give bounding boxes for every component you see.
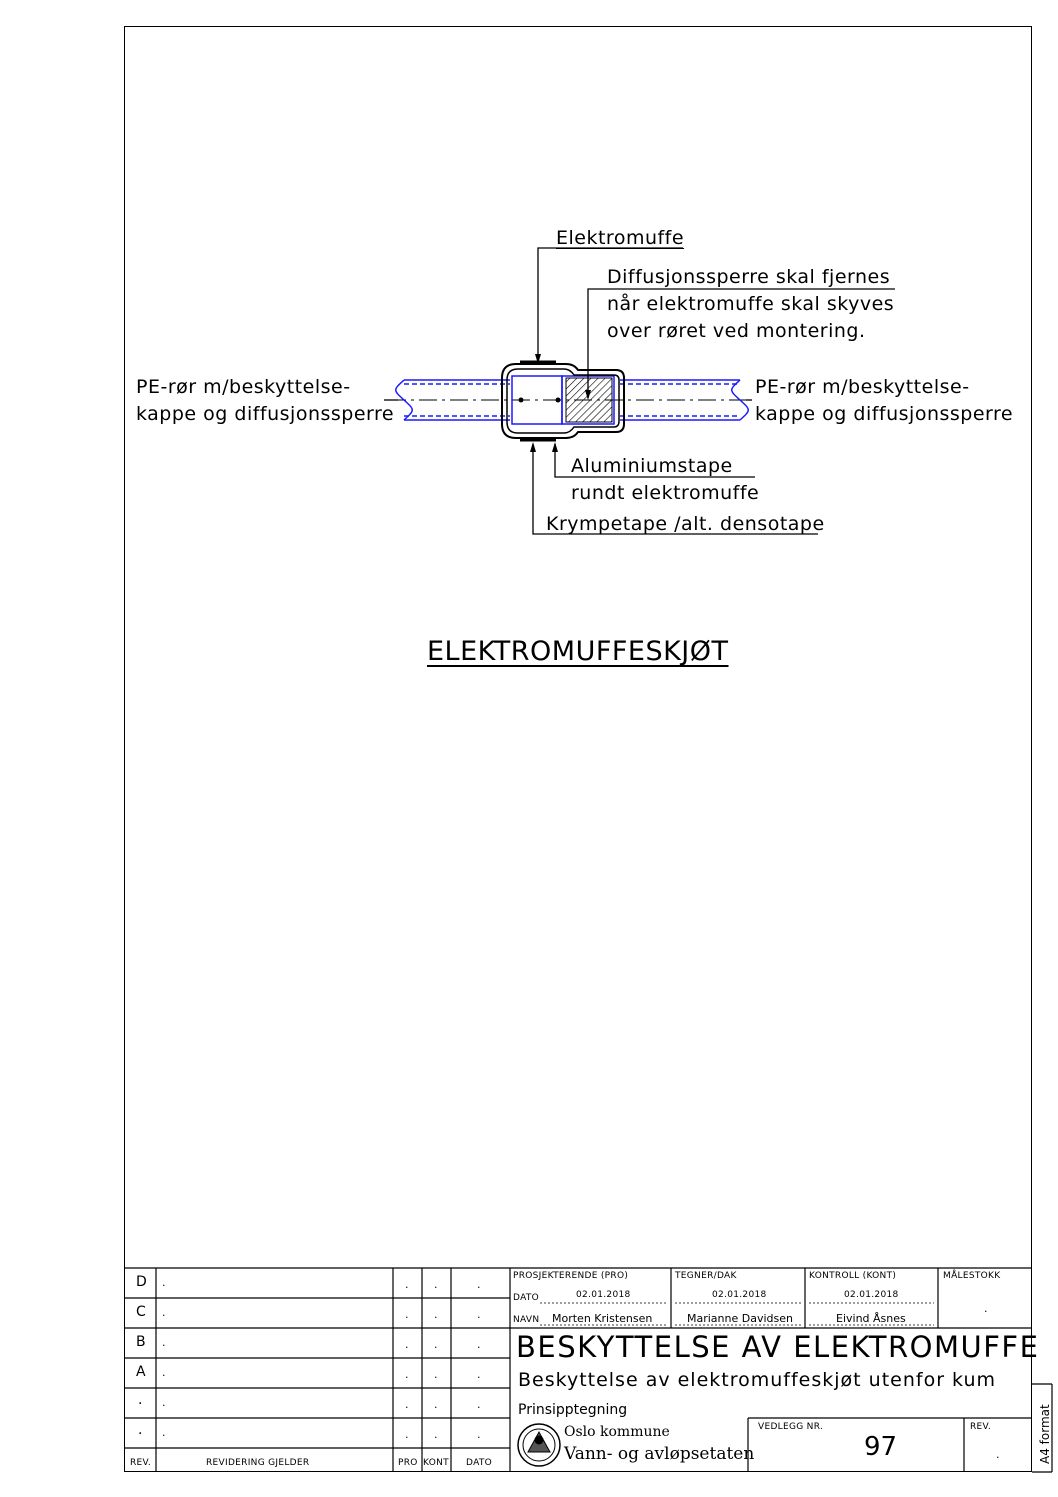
- rev-value: .: [996, 1448, 1000, 1461]
- pe-right-label-line1: PE-rør m/beskyttelse-: [755, 376, 970, 398]
- tegner-date: 02.01.2018: [712, 1290, 767, 1300]
- rev-row-kont: .: [434, 1428, 438, 1441]
- rev-row-pro: .: [405, 1368, 409, 1381]
- rev-row-pro: .: [405, 1428, 409, 1441]
- aluminium-label-line1: Aluminiumstape: [571, 455, 733, 477]
- prosjekterende-label: PROSJEKTERENDE (PRO): [513, 1271, 629, 1281]
- rev-row-letter: .: [138, 1392, 143, 1408]
- sheet-title: BESKYTTELSE AV ELEKTROMUFFE: [516, 1330, 1040, 1364]
- diffusjon-label-line3: over røret ved montering.: [607, 320, 866, 342]
- dato-label: DATO: [513, 1293, 540, 1303]
- rev-row-dato: .: [477, 1368, 481, 1381]
- org-line2: Vann- og avløpsetaten: [564, 1444, 755, 1464]
- rev-row-text: .: [162, 1306, 166, 1319]
- rev-row-dato: .: [477, 1308, 481, 1321]
- vedlegg-label: VEDLEGG NR.: [758, 1422, 824, 1432]
- rev-row-letter: C: [136, 1304, 146, 1320]
- left-pipe: [395, 379, 510, 421]
- rev-row-kont: .: [434, 1368, 438, 1381]
- kontroll-label: KONTROLL (KONT): [809, 1271, 897, 1281]
- pe-left-label-line2: kappe og diffusjonssperre: [136, 403, 395, 425]
- leader-lines: [384, 247, 895, 535]
- pro-header: PRO: [398, 1458, 418, 1468]
- drawing-type: Prinsipptegning: [518, 1402, 628, 1418]
- malestokk-value: .: [984, 1302, 988, 1315]
- rev-row-kont: .: [434, 1278, 438, 1291]
- elektromuffe-shape: [501, 363, 625, 439]
- aluminium-label-line2: rundt elektromuffe: [571, 482, 760, 504]
- kontroll-date: 02.01.2018: [844, 1290, 899, 1300]
- rev-row-letter: D: [136, 1274, 147, 1290]
- rev-row-pro: .: [405, 1308, 409, 1321]
- rev-row-letter: A: [136, 1364, 146, 1380]
- rev-row-letter: .: [138, 1422, 143, 1438]
- pe-left-label-line1: PE-rør m/beskyttelse-: [136, 376, 351, 398]
- rev-row-pro: .: [405, 1278, 409, 1291]
- malestokk-label: MÅLESTOKK: [943, 1271, 1001, 1281]
- vedlegg-value: 97: [864, 1432, 898, 1462]
- oslo-kommune-seal: [517, 1423, 561, 1467]
- rev-row-dato: .: [477, 1398, 481, 1411]
- rev-header: REV.: [130, 1458, 151, 1468]
- org-line1: Oslo kommune: [564, 1424, 670, 1440]
- drawing-title: ELEKTROMUFFESKJØT: [427, 636, 729, 667]
- title-block: D . . . . C . . . . B . . . . A . . . . …: [124, 1268, 1052, 1472]
- pro-name: Morten Kristensen: [552, 1312, 653, 1325]
- navn-label: NAVN: [513, 1315, 540, 1325]
- rev-label: REV.: [970, 1422, 991, 1432]
- rev-row-dato: .: [477, 1278, 481, 1291]
- sheet-subtitle: Beskyttelse av elektromuffeskjøt utenfor…: [518, 1369, 997, 1391]
- rev-row-pro: .: [405, 1398, 409, 1411]
- rev-row-text: .: [162, 1426, 166, 1439]
- right-pipe: [620, 379, 749, 421]
- rev-row-text: .: [162, 1366, 166, 1379]
- tegner-name: Marianne Davidsen: [687, 1312, 793, 1325]
- kontroll-name: Eivind Åsnes: [836, 1312, 906, 1325]
- tegner-label: TEGNER/DAK: [675, 1271, 737, 1281]
- rev-row-dato: .: [477, 1428, 481, 1441]
- rev-row-text: .: [162, 1276, 166, 1289]
- rev-row-kont: .: [434, 1398, 438, 1411]
- elektromuffe-label: Elektromuffe: [556, 227, 685, 249]
- dato-header: DATO: [466, 1458, 493, 1468]
- rev-row-kont: .: [434, 1338, 438, 1351]
- rev-row-letter: B: [136, 1334, 146, 1350]
- pe-right-label-line2: kappe og diffusjonssperre: [755, 403, 1014, 425]
- rev-row-kont: .: [434, 1308, 438, 1321]
- krympetape-label: Krympetape /alt. densotape: [546, 513, 825, 535]
- diffusion-barrier-hatch: [565, 377, 613, 423]
- rev-row-pro: .: [405, 1338, 409, 1351]
- diffusjon-label-line1: Diffusjonssperre skal fjernes: [607, 266, 891, 288]
- rev-row-dato: .: [477, 1338, 481, 1351]
- pro-date: 02.01.2018: [576, 1290, 631, 1300]
- rev-row-text: .: [162, 1396, 166, 1409]
- drawing-frame: [124, 26, 1032, 1472]
- rev-row-text: .: [162, 1336, 166, 1349]
- format-label: A4 format: [1038, 1404, 1052, 1464]
- kont-header: KONT: [423, 1458, 449, 1468]
- revidering-header: REVIDERING GJELDER: [206, 1458, 310, 1468]
- diffusjon-label-line2: når elektromuffe skal skyves: [607, 293, 895, 315]
